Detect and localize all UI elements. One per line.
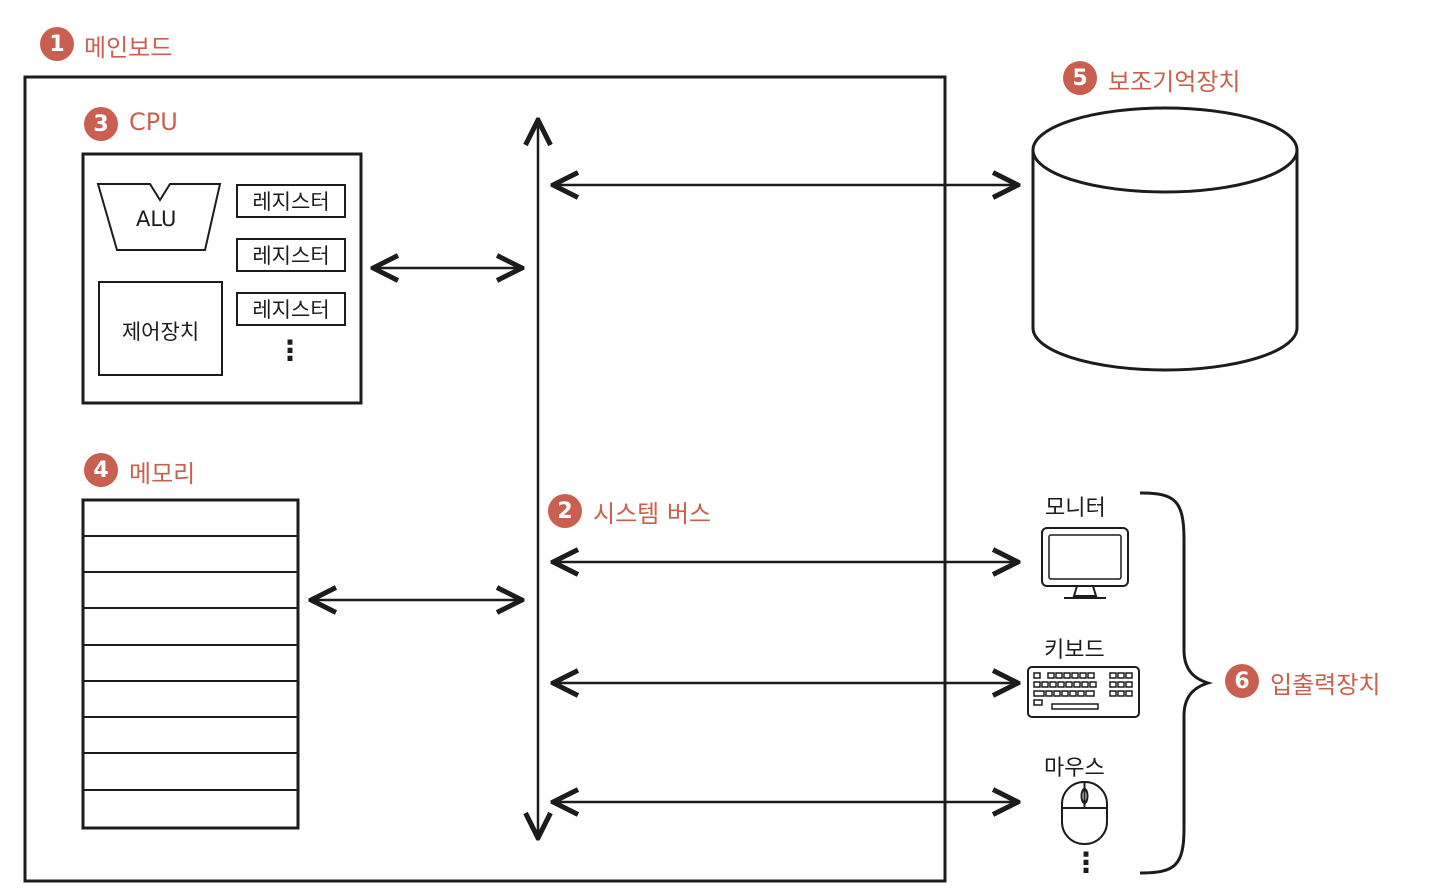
cpu-number-badge: 3 bbox=[84, 107, 118, 141]
monitor-label: 모니터 bbox=[1045, 496, 1106, 521]
storage-cylinder-icon bbox=[1031, 106, 1299, 372]
bus-label: 시스템 버스 bbox=[593, 500, 712, 528]
control-unit-label: 제어장치 bbox=[121, 320, 200, 344]
io-number-badge: 6 bbox=[1225, 664, 1259, 698]
mainboard-frame bbox=[23, 75, 947, 883]
keyboard-label: 키보드 bbox=[1044, 638, 1105, 663]
register-ellipsis: ⋮ bbox=[276, 334, 304, 367]
cpu-label: CPU bbox=[129, 108, 178, 136]
mainboard-number-badge: 1 bbox=[40, 27, 74, 61]
control-unit-box bbox=[98, 281, 223, 376]
mouse-icon bbox=[1061, 781, 1108, 845]
register-box: 레지스터 bbox=[236, 292, 346, 326]
memory-label: 메모리 bbox=[129, 460, 196, 488]
monitor-icon bbox=[1041, 527, 1129, 599]
io-ellipsis: ⋮ bbox=[1072, 846, 1100, 879]
storage-label: 보조기억장치 bbox=[1108, 68, 1241, 96]
memory-number-badge: 4 bbox=[84, 453, 118, 487]
io-label: 입출력장치 bbox=[1270, 671, 1381, 699]
storage-number-badge: 5 bbox=[1063, 61, 1097, 95]
mainboard-label: 메인보드 bbox=[84, 34, 173, 62]
alu-shape bbox=[96, 183, 222, 251]
keyboard-icon bbox=[1027, 666, 1140, 718]
alu-label: ALU bbox=[136, 207, 177, 231]
bus-number-badge: 2 bbox=[548, 494, 582, 528]
cpu-box bbox=[81, 152, 363, 405]
register-box: 레지스터 bbox=[236, 184, 346, 218]
memory-block bbox=[81, 498, 300, 830]
mouse-label: 마우스 bbox=[1044, 756, 1105, 781]
io-brace bbox=[1139, 491, 1214, 875]
register-box: 레지스터 bbox=[236, 238, 346, 272]
